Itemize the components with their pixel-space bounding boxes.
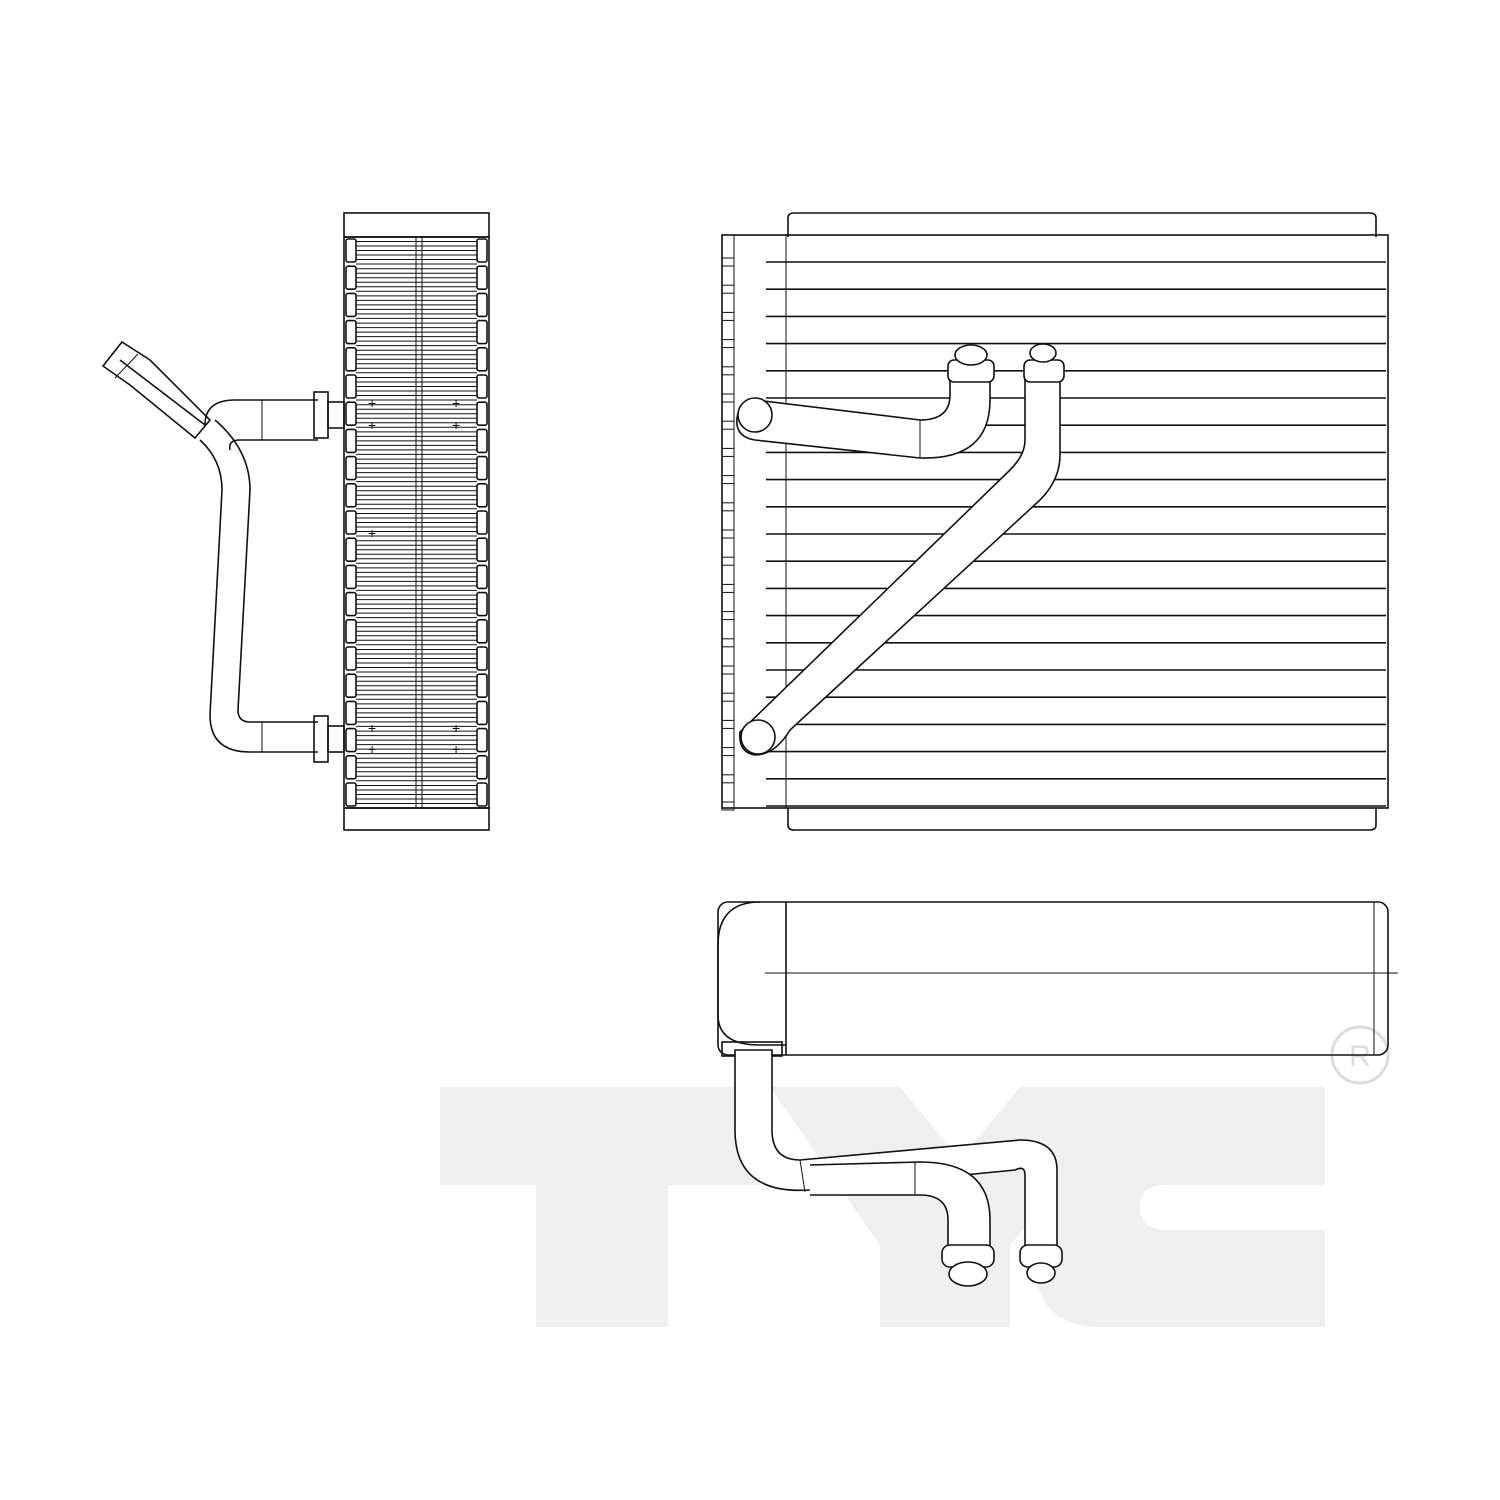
tube-end [476, 292, 488, 318]
tube-end [476, 537, 488, 563]
svg-text:+: + [368, 525, 376, 541]
tube-end [721, 529, 735, 539]
tube-end [345, 754, 357, 780]
tube-end [721, 692, 735, 702]
tube-end [476, 346, 488, 372]
tube-end [345, 618, 357, 644]
tube-end [721, 502, 735, 512]
tube-end [476, 455, 488, 481]
tube-end [345, 564, 357, 590]
tube-end [721, 366, 735, 376]
tube-end [476, 700, 488, 726]
svg-text:+: + [368, 741, 376, 757]
tube-end [345, 782, 357, 807]
tube-end [721, 774, 735, 784]
tube-end [721, 311, 735, 321]
top-view [717, 901, 1398, 1287]
svg-text:+: + [452, 741, 460, 757]
tube-end [476, 401, 488, 427]
tube-end [345, 374, 357, 399]
tube-end [721, 747, 735, 757]
tube-end [721, 257, 735, 267]
tube-end [345, 510, 357, 535]
front-view [721, 212, 1389, 831]
tube-end [721, 420, 735, 430]
tube-end [345, 428, 357, 454]
tube-end [721, 665, 735, 675]
tube-end [345, 292, 357, 318]
svg-text:+: + [368, 720, 376, 736]
tube-end [345, 482, 357, 508]
tube-end [721, 339, 735, 349]
tube-end [345, 401, 357, 427]
tube-end [476, 646, 488, 671]
tube-end [476, 238, 488, 263]
tube-end [345, 537, 357, 563]
tube-end [345, 700, 357, 726]
tube-end [721, 583, 735, 593]
svg-text:+: + [368, 395, 376, 411]
tube-end [721, 393, 735, 403]
tube-end [476, 564, 488, 590]
tube-end [476, 591, 488, 617]
svg-text:+: + [368, 417, 376, 433]
tube-end [476, 673, 488, 699]
tube-end [345, 319, 357, 345]
tube-end [721, 801, 735, 811]
tube-end [476, 374, 488, 399]
tube-end [476, 428, 488, 454]
tube-end [721, 556, 735, 566]
svg-text:+: + [452, 417, 460, 433]
tube-end [345, 455, 357, 481]
tube-end [721, 638, 735, 648]
tube-end [476, 510, 488, 535]
tube-end [345, 727, 357, 753]
tube-end [721, 719, 735, 729]
svg-text:+: + [452, 395, 460, 411]
side-view: + + + + + + + + + [101, 212, 490, 831]
tube-end [345, 346, 357, 372]
tube-end [721, 447, 735, 457]
svg-text:+: + [452, 720, 460, 736]
tube-end [476, 618, 488, 644]
tube-end [476, 754, 488, 780]
tube-end [345, 673, 357, 699]
tube-end [476, 782, 488, 807]
tube-end [476, 727, 488, 753]
tube-end [476, 319, 488, 345]
tube-end [345, 646, 357, 671]
tube-end [345, 238, 357, 263]
tube-end [721, 284, 735, 294]
tube-end [345, 591, 357, 617]
tube-end [476, 482, 488, 508]
tube-end [476, 265, 488, 291]
tube-end [721, 475, 735, 485]
tube-end [345, 265, 357, 291]
svg-text:R: R [1349, 1040, 1371, 1073]
tube-end [721, 611, 735, 621]
